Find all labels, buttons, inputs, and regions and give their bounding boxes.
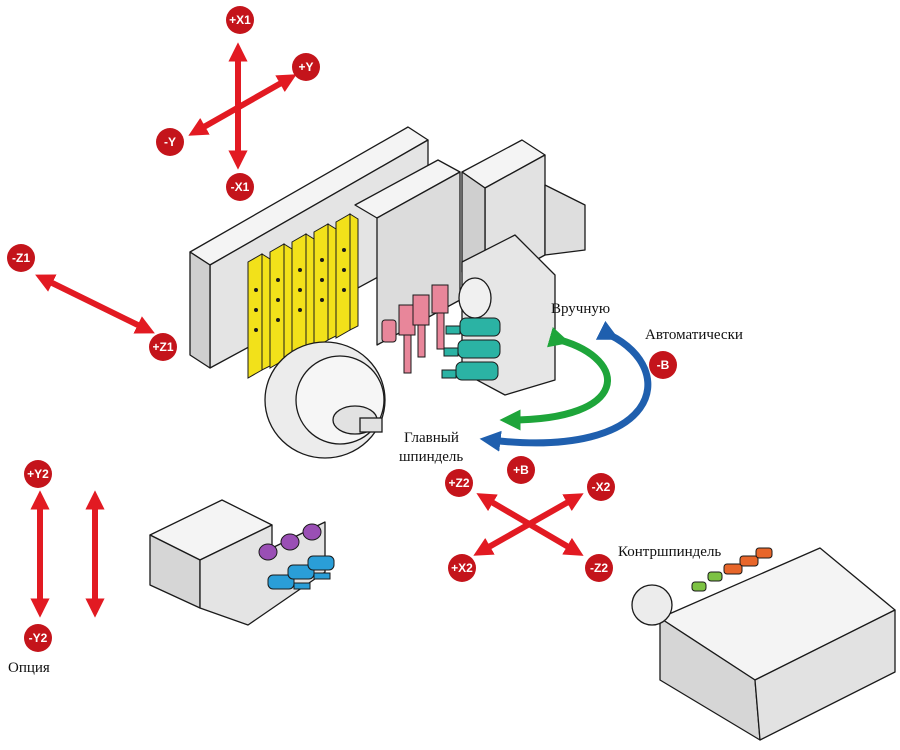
svg-text:-Y2: -Y2	[29, 631, 48, 645]
badge-b-minus: -B	[649, 351, 677, 379]
label-option: Опция	[8, 660, 50, 676]
svg-text:+Y: +Y	[298, 60, 313, 74]
automatic-rotation-arrow	[479, 320, 652, 452]
svg-text:+Y2: +Y2	[27, 467, 49, 481]
badge-x2-minus: -X2	[587, 473, 615, 501]
svg-text:-Y: -Y	[164, 135, 176, 149]
axis-badges: +X1 +Y -Y -X1 -Z1 +Z1 -B +B +Y2 -Y2 +Z2 …	[7, 6, 677, 652]
svg-text:+B: +B	[513, 463, 529, 477]
purple-tools	[258, 523, 322, 561]
blue-tools	[267, 555, 335, 590]
svg-text:-X1: -X1	[231, 180, 250, 194]
svg-text:+Z1: +Z1	[152, 340, 173, 354]
badge-x2-plus: +X2	[448, 554, 476, 582]
axis-arrows	[30, 42, 584, 618]
label-manual: Вручную	[551, 301, 610, 317]
orange-green-tools	[691, 547, 773, 592]
badge-x1-plus: +X1	[226, 6, 254, 34]
text-labels: Вручную Автоматически Главный шпиндель К…	[8, 301, 743, 676]
teal-milling-tools	[441, 317, 501, 381]
label-sub-spindle: Контршпиндель	[618, 544, 721, 560]
pink-drill-tools	[381, 284, 449, 374]
badge-b-plus: +B	[507, 456, 535, 484]
badge-x1-minus: -X1	[226, 173, 254, 201]
main-spindle	[264, 341, 386, 459]
badge-z2-minus: -Z2	[585, 554, 613, 582]
svg-text:+Z2: +Z2	[448, 476, 469, 490]
svg-text:+X2: +X2	[451, 561, 473, 575]
svg-text:-Z2: -Z2	[590, 561, 608, 575]
badge-y2-plus: +Y2	[24, 460, 52, 488]
lower-turret-unit	[149, 499, 326, 626]
badge-z1-plus: +Z1	[149, 333, 177, 361]
svg-text:-Z1: -Z1	[12, 251, 30, 265]
z1-axis-arrow	[35, 274, 155, 334]
y-axis-arrow	[188, 74, 297, 136]
yellow-tool-holders	[247, 213, 359, 379]
svg-text:-B: -B	[657, 358, 670, 372]
badge-y-plus: +Y	[292, 53, 320, 81]
x2-axis-arrow	[473, 493, 584, 556]
label-automatic: Автоматически	[645, 327, 743, 343]
svg-text:+X1: +X1	[229, 13, 251, 27]
badge-z1-minus: -Z1	[7, 244, 35, 272]
badge-z2-plus: +Z2	[445, 469, 473, 497]
label-main-spindle-line1: Главный	[404, 430, 459, 446]
svg-text:-X2: -X2	[592, 480, 611, 494]
badge-y-minus: -Y	[156, 128, 184, 156]
label-main-spindle-line2: шпиндель	[399, 449, 463, 465]
sub-spindle-unit	[631, 547, 896, 741]
badge-y2-minus: -Y2	[24, 624, 52, 652]
